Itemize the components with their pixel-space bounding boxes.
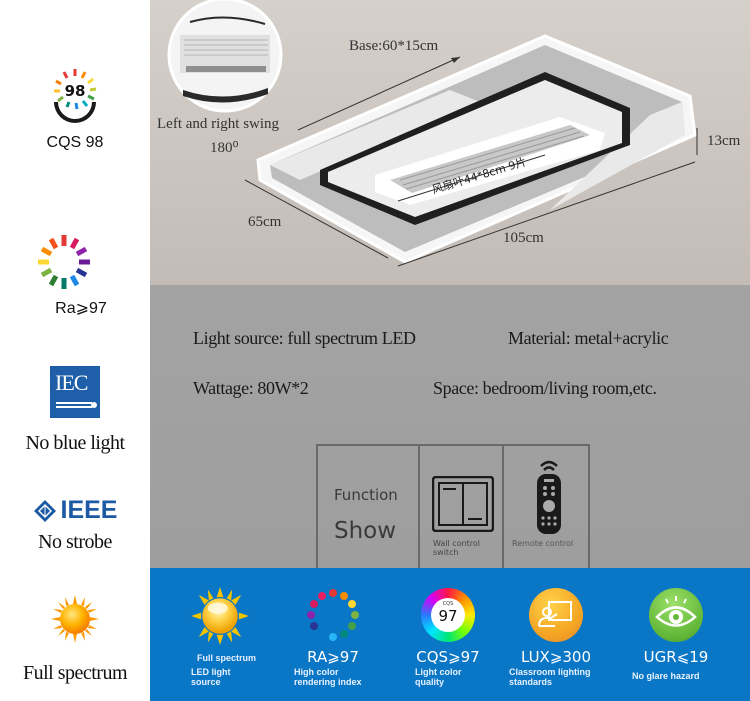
wall-switch-cell: Wall control switch <box>420 446 504 570</box>
feature-value: RA⩾97 <box>307 648 359 666</box>
feature-desc-2: standards <box>509 677 553 687</box>
spec-panel: Light source: full spectrum LED Material… <box>150 285 750 568</box>
feature-value: UGR⩽19 <box>643 648 709 666</box>
show-title: Show <box>334 518 397 544</box>
ceiling-fan-light-illustration <box>167 0 698 267</box>
feature-desc-2: LED light source <box>191 667 231 687</box>
remote-label: Remote control <box>512 539 574 548</box>
feature-lux: LUX⩾300 Classroom lighting standards <box>501 568 611 701</box>
cqs-wheel-icon: CQS 97 <box>421 588 475 642</box>
feature-value: CQS⩾97 <box>416 648 480 666</box>
color-wheel-icon <box>38 235 90 289</box>
feature-full-spectrum: Full spectrum LED light source <box>165 568 275 701</box>
ieee-logo-icon: IEEE <box>0 496 150 525</box>
certification-column: 98 CQS 98 Ra⩾97 IEC <box>0 0 150 701</box>
feature-desc-2: quality <box>415 677 445 687</box>
cert-cqs: 98 CQS 98 <box>0 66 150 152</box>
cert-iec: IEC No blue light <box>0 366 150 455</box>
length-dimension: 105cm <box>503 230 544 246</box>
cert-label: CQS 98 <box>46 134 104 151</box>
feature-cqs: CQS 97 CQS⩾97 Light color quality <box>393 568 503 701</box>
product-diagram: Base:60*15cm Left and right swing 180⁰ 6… <box>150 0 750 285</box>
base-dimension: Base:60*15cm <box>349 38 439 54</box>
cert-ra: Ra⩾97 <box>0 232 150 318</box>
classroom-board-icon <box>529 588 583 642</box>
cert-label: Ra⩾97 <box>55 300 107 317</box>
spec-light-source: Light source: full spectrum LED <box>193 328 416 348</box>
feature-desc: Full spectrum <box>197 653 257 663</box>
remote-cell: Remote control <box>504 446 590 570</box>
function-title: Function <box>334 486 398 504</box>
function-show-title-cell: Function Show <box>318 446 420 570</box>
feature-value: LUX⩾300 <box>520 648 592 666</box>
feature-ra: RA⩾97 High color rendering index <box>278 568 388 701</box>
feature-desc: Light color <box>415 667 462 677</box>
cert-label: No blue light <box>25 432 125 454</box>
sun-icon <box>51 595 99 643</box>
color-dots-icon <box>307 589 359 641</box>
swing-label: Left and right swing <box>157 116 280 132</box>
depth-dimension: 65cm <box>248 214 282 230</box>
cqs-rainbow-badge-icon: 98 <box>54 69 97 123</box>
feature-bar: Full spectrum LED light source RA⩾97 Hig… <box>150 568 750 701</box>
sun-icon <box>191 587 249 645</box>
iec-logo-icon: IEC <box>50 366 100 418</box>
cert-label: No strobe <box>38 531 112 553</box>
feature-desc: No glare hazard <box>632 671 700 681</box>
spec-space: Space: bedroom/living room,etc. <box>433 378 657 398</box>
swing-angle: 180⁰ <box>210 140 239 156</box>
feature-desc: High color <box>294 667 339 677</box>
feature-ugr: UGR⩽19 No glare hazard <box>621 568 731 701</box>
remote-control-icon <box>537 460 561 534</box>
spec-material: Material: metal+acrylic <box>508 328 669 348</box>
cert-ieee: IEEE No strobe <box>0 496 150 554</box>
height-dimension: 13cm <box>707 133 741 149</box>
feature-desc-2: rendering index <box>294 677 362 687</box>
spec-wattage: Wattage: 80W*2 <box>193 378 309 398</box>
cert-full-spectrum: Full spectrum <box>0 594 150 685</box>
feature-desc: Classroom lighting <box>509 667 591 677</box>
svg-text:98: 98 <box>65 82 86 100</box>
wall-switch-label: Wall control switch <box>433 539 481 557</box>
eye-icon <box>649 588 703 642</box>
wall-switch-icon <box>432 476 494 532</box>
cert-label: Full spectrum <box>22 662 128 684</box>
function-show-box: Function Show Wall control switch Remote… <box>316 444 590 570</box>
